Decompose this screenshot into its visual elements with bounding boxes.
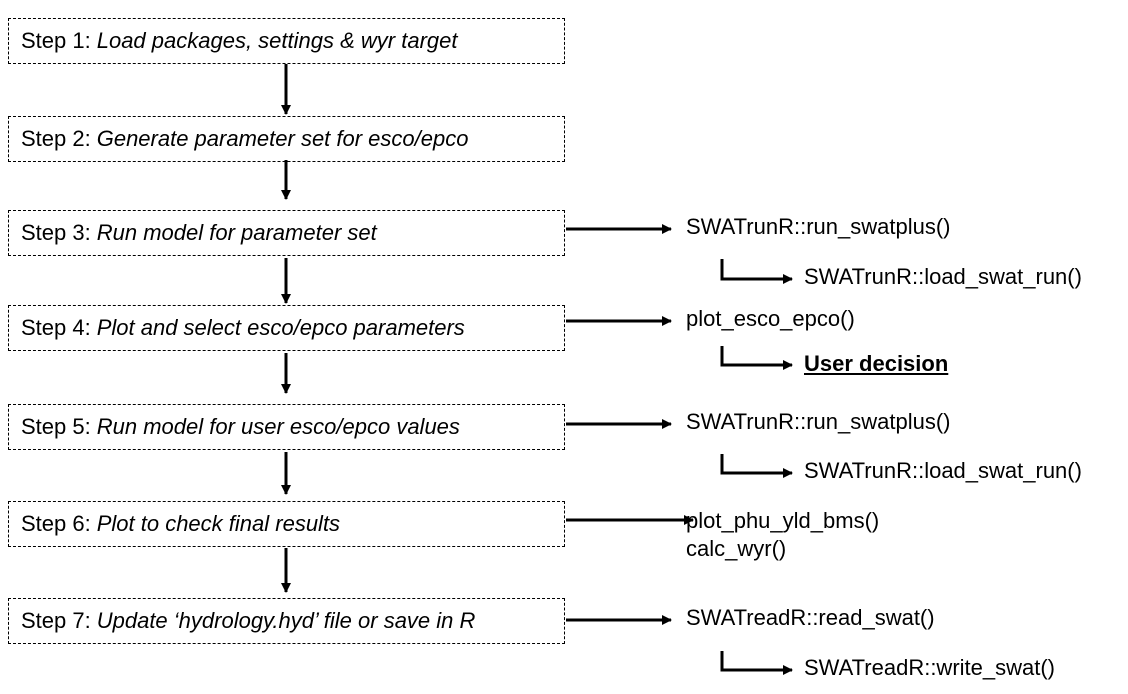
fn-step3-primary: SWATrunR::run_swatplus() xyxy=(686,214,951,239)
fn-step7-secondary: SWATreadR::write_swat() xyxy=(804,655,1056,680)
step-7-desc: Update ‘hydrology.hyd’ file or save in R xyxy=(96,608,476,633)
step-7-label: Step 7: xyxy=(21,608,91,633)
step-6-label: Step 6: xyxy=(21,511,91,536)
elbow-step5-secondary xyxy=(720,454,793,478)
fn-step5-primary: SWATrunR::run_swatplus() xyxy=(686,409,951,434)
fn-step6-primary: plot_phu_yld_bms() xyxy=(686,508,880,533)
elbow-step7-secondary xyxy=(720,651,793,675)
fn-step5-secondary: SWATrunR::load_swat_run() xyxy=(804,458,1082,483)
step-3-desc: Run model for parameter set xyxy=(96,220,377,245)
step-1-box: Step 1: Load packages, settings & wyr ta… xyxy=(8,18,565,64)
step-2-desc: Generate parameter set for esco/epco xyxy=(96,126,469,151)
step-4-box: Step 4: Plot and select esco/epco parame… xyxy=(8,305,565,351)
step-5-desc: Run model for user esco/epco values xyxy=(96,414,460,439)
step-3-label: Step 3: xyxy=(21,220,91,245)
step-2-box: Step 2: Generate parameter set for esco/… xyxy=(8,116,565,162)
step-7-box: Step 7: Update ‘hydrology.hyd’ file or s… xyxy=(8,598,565,644)
step-2-label: Step 2: xyxy=(21,126,91,151)
step-5-label: Step 5: xyxy=(21,414,91,439)
step-4-label: Step 4: xyxy=(21,315,91,340)
step-6-desc: Plot to check final results xyxy=(96,511,341,536)
elbow-step4-secondary xyxy=(720,346,793,370)
fn-step7-primary: SWATreadR::read_swat() xyxy=(686,605,935,630)
step-1-desc: Load packages, settings & wyr target xyxy=(96,28,458,53)
elbow-step3-secondary xyxy=(720,259,793,284)
step-4-desc: Plot and select esco/epco parameters xyxy=(96,315,465,340)
fn-step6-extra: calc_wyr() xyxy=(686,536,787,561)
step-5-box: Step 5: Run model for user esco/epco val… xyxy=(8,404,565,450)
step-3-box: Step 3: Run model for parameter set xyxy=(8,210,565,256)
fn-step4-user-decision: User decision xyxy=(804,351,949,376)
step-1-label: Step 1: xyxy=(21,28,91,53)
fn-step3-secondary: SWATrunR::load_swat_run() xyxy=(804,264,1082,289)
fn-step4-primary: plot_esco_epco() xyxy=(686,306,855,331)
step-6-box: Step 6: Plot to check final results xyxy=(8,501,565,547)
